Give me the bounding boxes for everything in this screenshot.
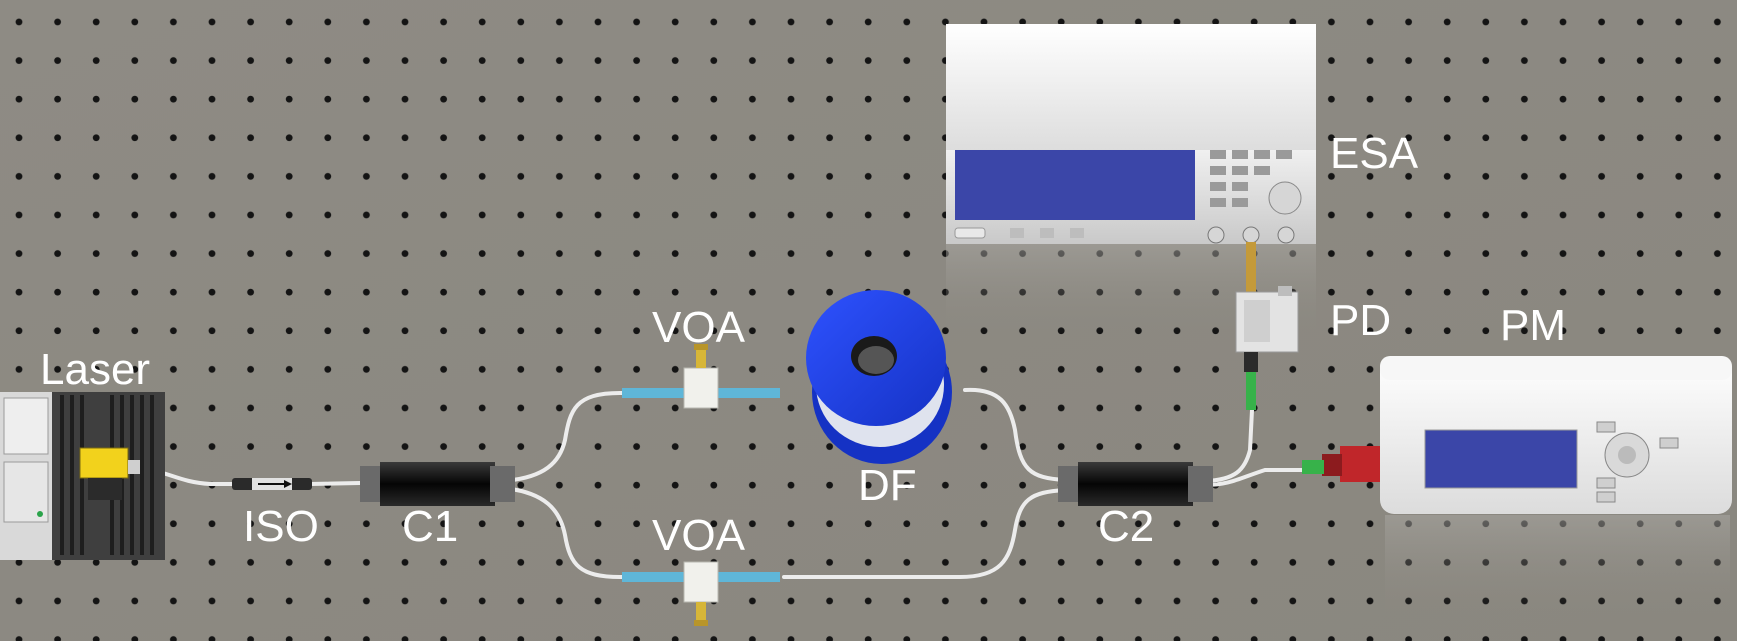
fiber-c2-pd	[1203, 408, 1254, 483]
voa-bottom-label: VOA	[652, 511, 746, 560]
pm-label: PM	[1500, 301, 1566, 350]
fiber-df-c2	[963, 387, 1067, 482]
fiber-c1-voa-top	[501, 391, 702, 483]
fiber-iso-c1	[308, 481, 362, 486]
coupler-icon	[360, 462, 515, 506]
fiber-paths	[128, 387, 1307, 579]
pd-label: PD	[1330, 296, 1391, 345]
fiber-voa-c2	[782, 488, 1067, 579]
c2-label: C2	[1098, 502, 1154, 551]
laser-label: Laser	[40, 345, 150, 394]
c1-label: C1	[402, 502, 458, 551]
attenuator-icon	[622, 561, 780, 626]
iso-label: ISO	[243, 502, 319, 551]
fiber-spool-icon	[806, 290, 952, 464]
spectrum-analyzer-icon	[946, 24, 1316, 334]
esa-label: ESA	[1330, 129, 1419, 178]
photodetector-icon	[1235, 286, 1299, 410]
attenuator-icon	[622, 344, 780, 409]
power-meter-icon	[1302, 356, 1732, 615]
df-label: DF	[858, 461, 917, 510]
isolator-icon	[232, 478, 312, 490]
laser-mount-icon	[0, 392, 165, 560]
coupler-icon	[1058, 462, 1213, 506]
voa-top-label: VOA	[652, 303, 746, 352]
fiber-c1-voa-bottom	[501, 486, 702, 579]
